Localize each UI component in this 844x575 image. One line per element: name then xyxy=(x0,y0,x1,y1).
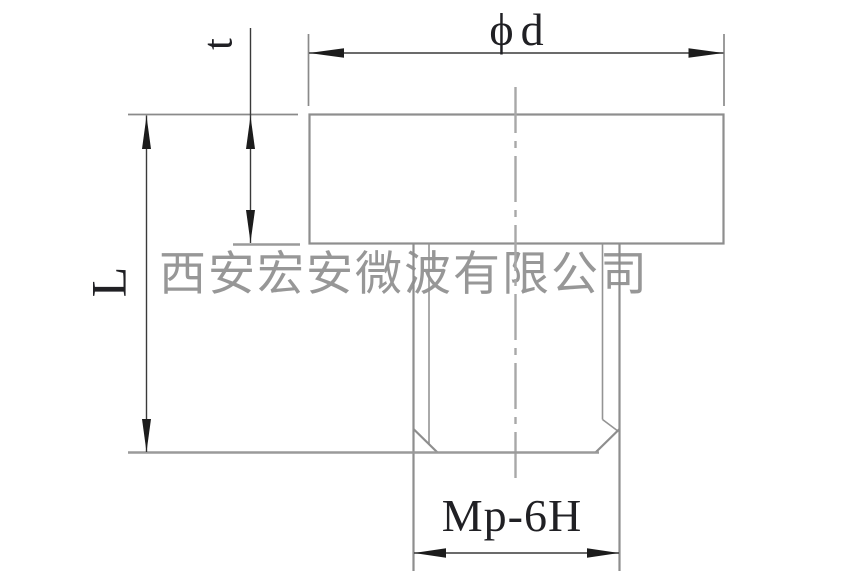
t-arrow-up xyxy=(246,116,255,149)
chamfer-right xyxy=(594,428,621,454)
extension-lines xyxy=(128,34,725,454)
thread-runout-right xyxy=(602,418,619,433)
phi-d-arrow-right xyxy=(688,48,724,58)
phi-d-arrow-left xyxy=(309,48,344,58)
thread-spec-label: Mp-6H xyxy=(442,490,582,541)
thread-arrow-right xyxy=(587,548,619,558)
L-label: L xyxy=(80,267,136,298)
dimension-overall-length: L xyxy=(80,115,151,452)
t-arrow-down xyxy=(246,210,255,243)
L-arrow-down xyxy=(142,419,151,452)
L-arrow-up xyxy=(142,116,151,149)
dimension-head-diameter: ϕd xyxy=(309,4,724,58)
dimension-head-thickness: t xyxy=(196,28,255,243)
thread-arrow-left xyxy=(414,548,446,558)
phi-d-label: ϕd xyxy=(489,4,550,55)
watermark-text: 西安宏安微波有限公司 xyxy=(159,249,649,301)
dimension-thread-spec: Mp-6H xyxy=(414,490,619,558)
t-label: t xyxy=(196,38,242,50)
chamfer-left xyxy=(412,428,439,454)
